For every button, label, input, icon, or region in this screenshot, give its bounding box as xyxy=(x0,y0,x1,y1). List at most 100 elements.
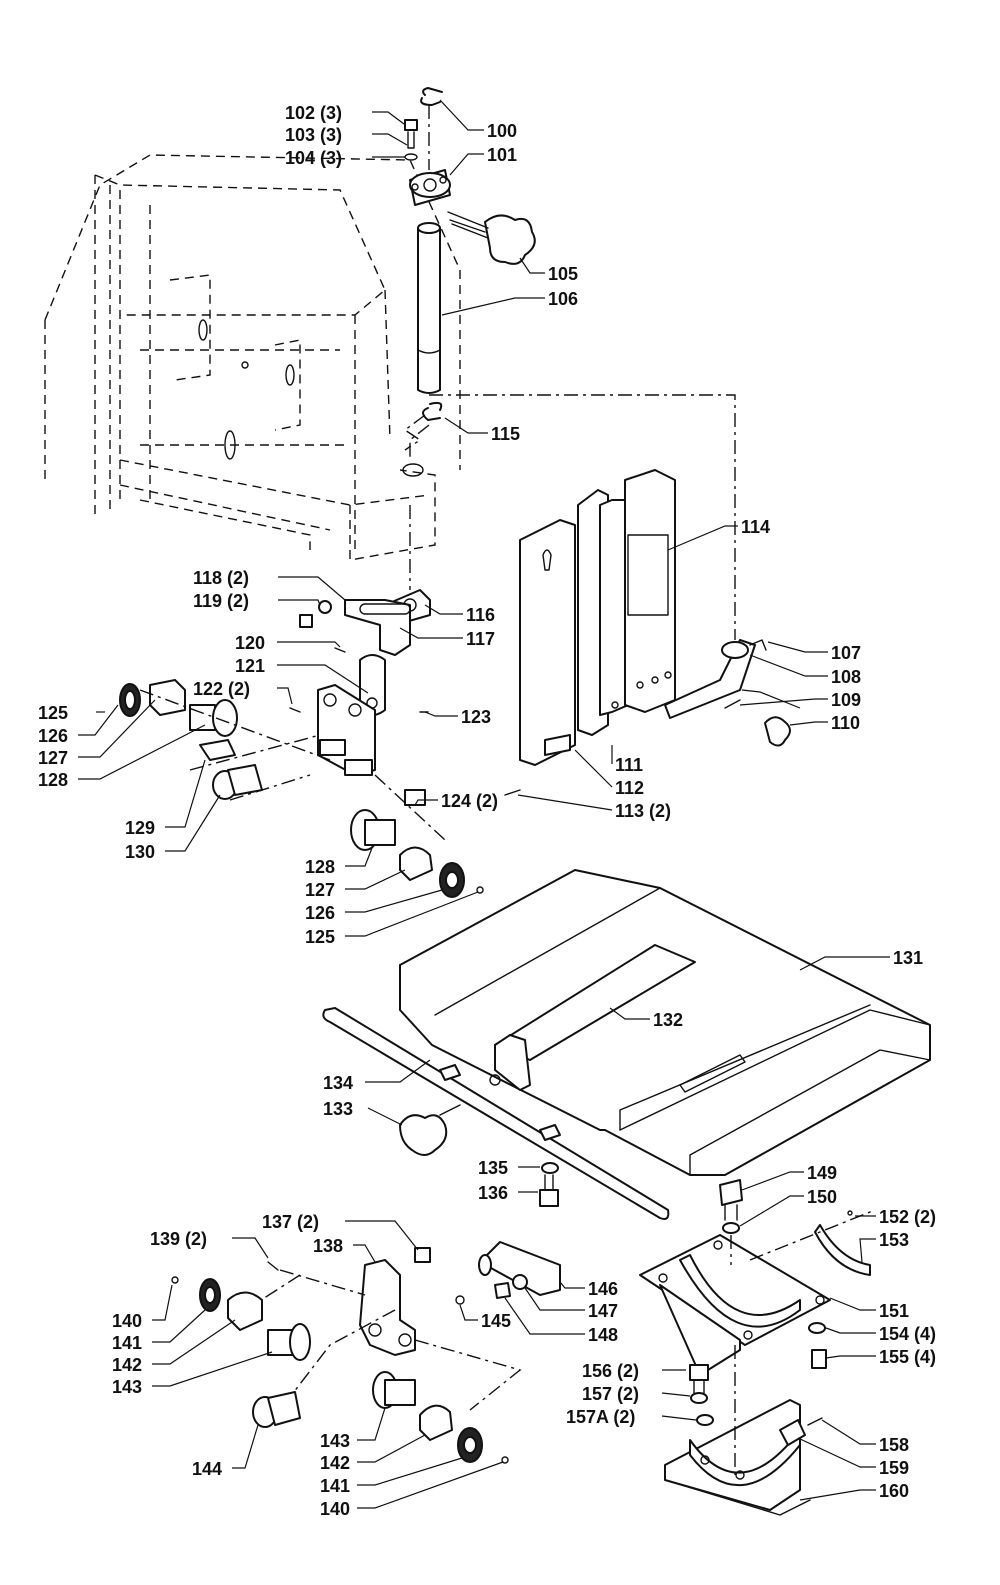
callout-111: 111 xyxy=(615,755,643,775)
washer-157A xyxy=(696,1414,714,1426)
callout-141b: 141 xyxy=(320,1476,350,1496)
screw-119 xyxy=(299,614,313,628)
upper-guide-blocks-left xyxy=(119,679,446,841)
block-142b xyxy=(419,1404,453,1441)
callout-108: 108 xyxy=(831,667,861,687)
screw-145 xyxy=(455,1295,465,1305)
callout-118: 118 (2) xyxy=(193,568,249,588)
screw-155 xyxy=(811,1349,827,1369)
callout-133: 133 xyxy=(323,1099,353,1119)
saw-frame-housing xyxy=(44,154,461,561)
callout-110: 110 xyxy=(831,713,860,733)
callout-126: 126 xyxy=(38,726,68,746)
callout-140b: 140 xyxy=(320,1499,350,1519)
hardware-135-136 xyxy=(539,1162,559,1207)
block-127 xyxy=(149,679,186,716)
fence-rod-134 xyxy=(322,1007,670,1220)
callout-125b: 125 xyxy=(305,927,335,947)
screw-124 xyxy=(404,789,426,806)
retaining-ring-100 xyxy=(420,87,443,106)
callout-109: 109 xyxy=(831,690,861,710)
callout-157A: 157A (2) xyxy=(566,1407,635,1427)
callout-144: 144 xyxy=(192,1459,222,1479)
callout-labels: 100 101 102 (3) 103 (3) 104 (3) 105 106 … xyxy=(38,103,936,1519)
callout-155: 155 (4) xyxy=(879,1347,936,1367)
callout-137: 137 (2) xyxy=(262,1212,319,1232)
upper-guide-blocks-right xyxy=(350,809,484,898)
callout-156: 156 (2) xyxy=(582,1361,639,1381)
washer-150 xyxy=(722,1222,740,1234)
screw-125b xyxy=(476,886,484,894)
callout-142: 142 xyxy=(112,1355,142,1375)
callout-151: 151 xyxy=(879,1301,909,1321)
lower-guide-bracket xyxy=(229,1241,561,1411)
callout-120: 120 xyxy=(235,633,265,653)
callout-103: 103 (3) xyxy=(285,125,342,145)
callout-149: 149 xyxy=(807,1163,837,1183)
bracket-138 xyxy=(359,1259,416,1356)
callout-127b: 127 xyxy=(305,880,335,900)
callout-101: 101 xyxy=(487,145,517,165)
callout-150: 150 xyxy=(807,1187,837,1207)
callout-154: 154 (4) xyxy=(879,1324,936,1344)
callout-102: 102 (3) xyxy=(285,103,342,123)
callout-123: 123 xyxy=(461,707,491,727)
callout-105: 105 xyxy=(548,264,578,284)
screw-140b xyxy=(501,1456,509,1464)
screw-156 xyxy=(689,1364,709,1381)
lower-guide-blocks-left xyxy=(171,1276,311,1428)
retaining-ring-115 xyxy=(422,401,443,421)
upper-guide-bracket xyxy=(289,589,431,806)
callout-135: 135 xyxy=(478,1158,508,1178)
callout-132: 132 xyxy=(653,1010,683,1030)
callout-124: 124 (2) xyxy=(441,791,498,811)
callout-145: 145 xyxy=(481,1311,511,1331)
table-assembly xyxy=(399,869,931,1176)
trunnion-159 xyxy=(689,1429,801,1487)
callout-127: 127 xyxy=(38,748,68,768)
block-127b xyxy=(399,846,433,881)
callout-136: 136 xyxy=(478,1183,508,1203)
callout-107: 107 xyxy=(831,643,861,663)
callout-134: 134 xyxy=(323,1073,353,1093)
blade-guard-assembly xyxy=(504,469,791,796)
callout-128: 128 xyxy=(38,770,68,790)
callout-158: 158 xyxy=(879,1435,909,1455)
callout-113: 113 (2) xyxy=(615,801,671,821)
callout-152: 152 (2) xyxy=(879,1207,936,1227)
bracket-117 xyxy=(344,599,411,656)
knob-133 xyxy=(399,1114,448,1156)
screw-149 xyxy=(719,1179,743,1206)
callout-138: 138 xyxy=(313,1236,343,1256)
callout-148: 148 xyxy=(588,1325,618,1345)
guide-post-106 xyxy=(417,227,441,394)
scale-153 xyxy=(814,1224,871,1276)
screw-137 xyxy=(414,1247,431,1263)
screw-102 xyxy=(404,119,418,131)
screw-152 xyxy=(847,1210,853,1216)
callout-160: 160 xyxy=(879,1481,909,1501)
callout-114: 114 xyxy=(741,517,770,537)
table-131 xyxy=(399,869,931,1176)
callout-119: 119 (2) xyxy=(193,591,249,611)
callout-153: 153 xyxy=(879,1230,909,1250)
callout-106: 106 xyxy=(548,289,578,309)
callout-147: 147 xyxy=(588,1301,618,1321)
callout-131: 131 xyxy=(893,948,923,968)
lower-guide-blocks-right xyxy=(372,1371,509,1464)
callout-100: 100 xyxy=(487,121,517,141)
callout-126b: 126 xyxy=(305,903,335,923)
insert-slot-132 xyxy=(494,944,696,1061)
callout-143: 143 xyxy=(112,1377,142,1397)
screw-158 xyxy=(807,1417,823,1426)
bracket-112 xyxy=(544,734,571,756)
callout-146: 146 xyxy=(588,1279,618,1299)
plate-111 xyxy=(519,519,576,766)
callout-122: 122 (2) xyxy=(193,679,250,699)
bracket-108 xyxy=(664,639,756,719)
callout-112: 112 xyxy=(615,778,644,798)
washer-118 xyxy=(318,600,332,614)
bracket-146 xyxy=(479,1241,561,1296)
callout-142b: 142 xyxy=(320,1453,350,1473)
callout-121: 121 xyxy=(235,656,265,676)
